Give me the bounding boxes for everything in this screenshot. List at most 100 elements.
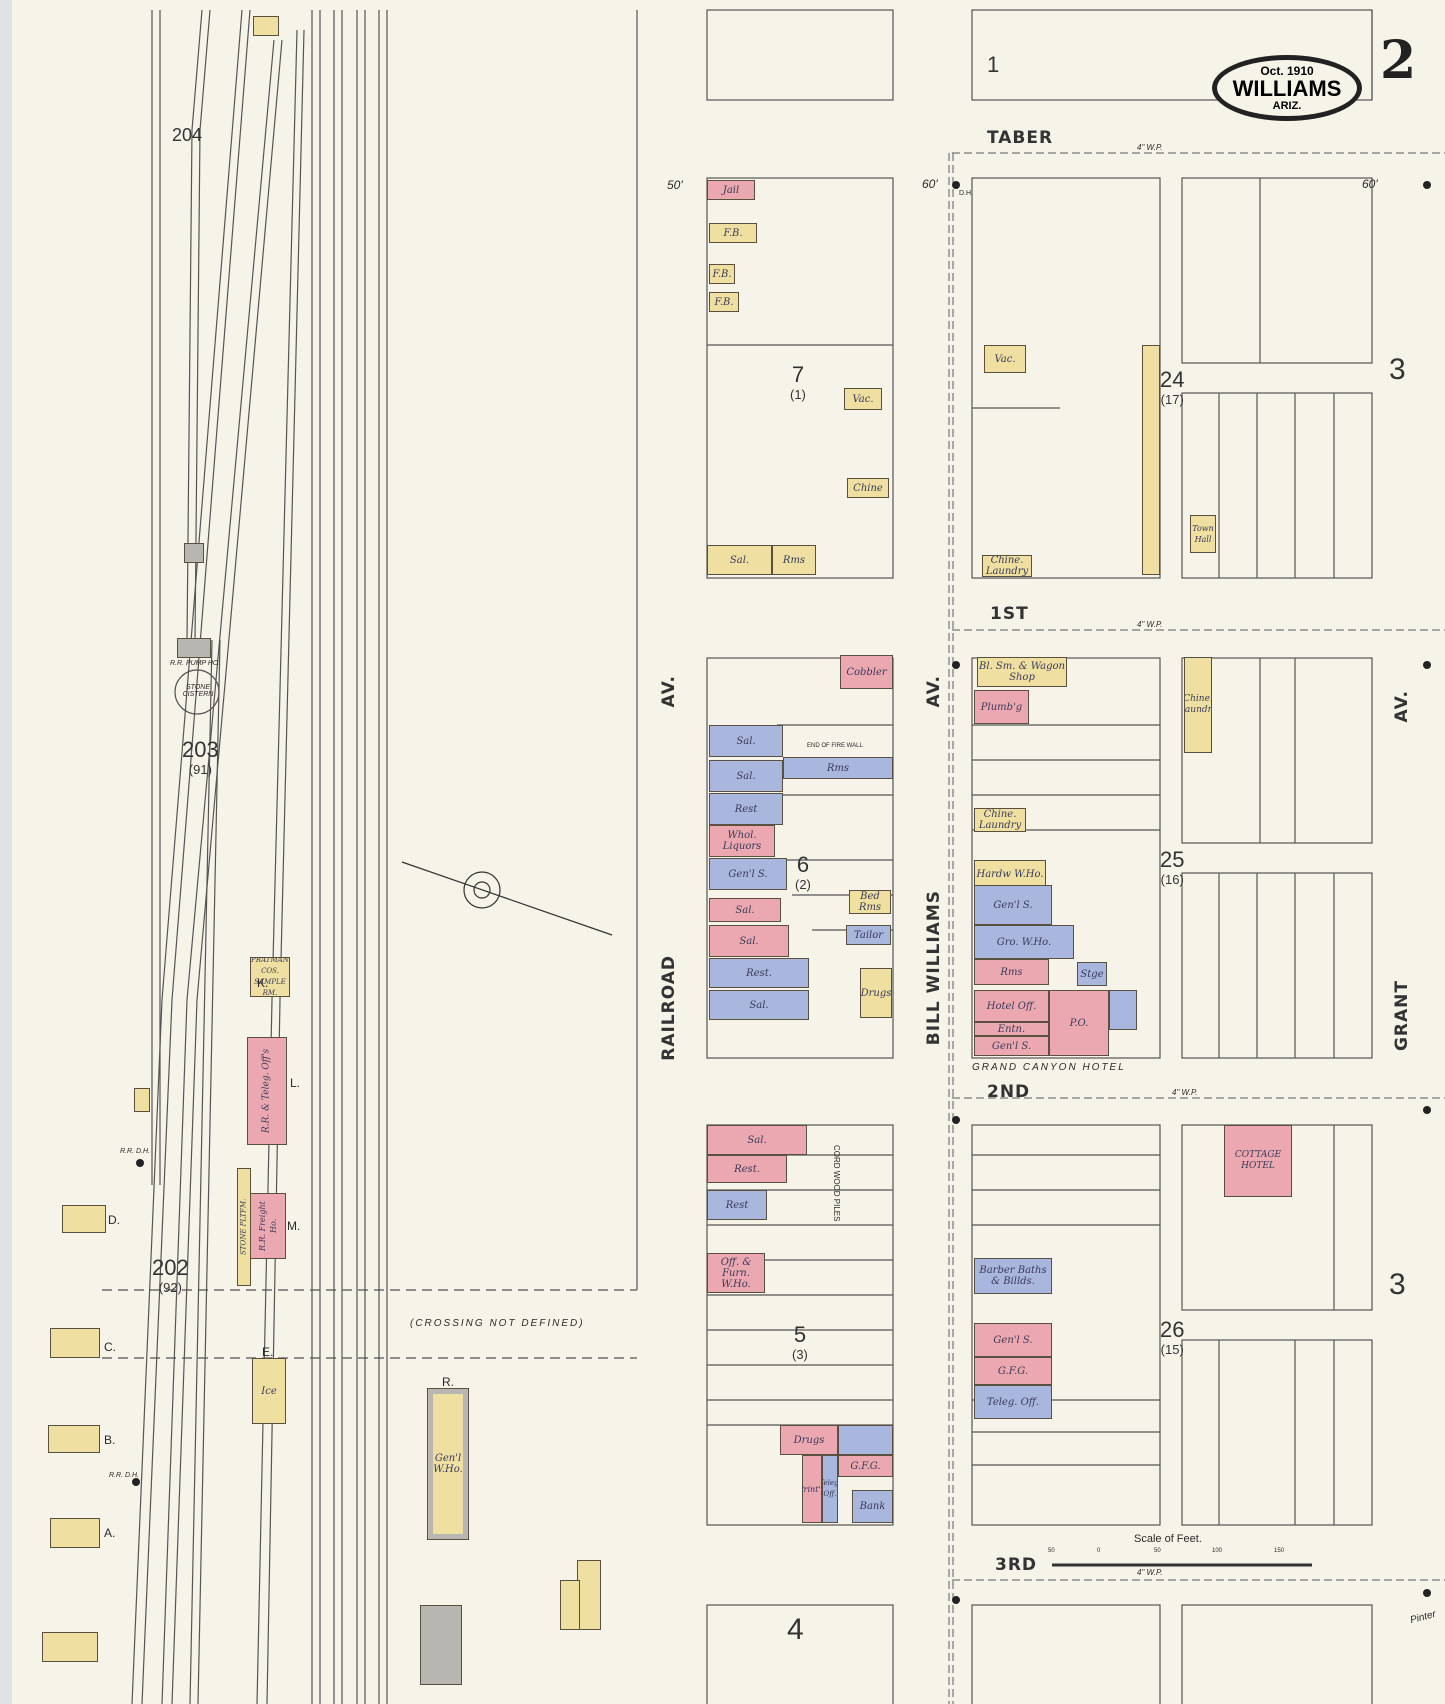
block-1: 1 [987,52,1000,77]
building-genl-s-1[interactable]: Gen'l S. [709,858,787,890]
street-grant-suffix: AV. [1392,690,1412,723]
building-rms-3[interactable]: Rms [974,959,1049,985]
building-drugs-2-annex[interactable] [838,1425,893,1455]
building-rest-2[interactable]: Rest. [709,958,809,988]
building-storage[interactable]: Stge [1077,962,1107,986]
building-ice-house[interactable]: Ice [252,1358,286,1424]
building-gfg-2[interactable]: G.F.G. [974,1357,1052,1385]
building-rr-freight-house[interactable]: R.R. Freight Ho. [250,1193,286,1259]
dwelling-b[interactable] [48,1425,100,1453]
building-hardware-warehouse[interactable]: Hardw W.Ho. [974,860,1046,888]
building-vac-2[interactable]: Vac. [984,345,1026,373]
building-sal-4[interactable]: Sal. [709,898,781,922]
dwelling-c[interactable] [50,1328,100,1358]
platform-stone[interactable]: STONE PLTFM. [237,1168,251,1286]
building-grocery-warehouse[interactable]: Gro. W.Ho. [974,925,1074,959]
street-bill-williams-av: BILL WILLIAMS [924,890,944,1046]
dwelling-d[interactable] [62,1205,106,1233]
building-chinese-laundry-3[interactable]: Chine. Laundry [982,555,1032,577]
building-sal-6[interactable]: Sal. [709,990,809,1020]
building-printing[interactable]: Print'g [802,1455,822,1523]
building-sal-2[interactable]: Sal. [709,725,783,757]
building-rest-3[interactable]: Rest. [707,1155,787,1183]
building-town-hall[interactable]: Town Hall [1190,515,1216,553]
building-rr-telegraph-offices[interactable]: R.R. & Teleg. Off's [247,1037,287,1145]
building-gfg-1[interactable]: G.F.G. [838,1455,893,1477]
building-sal-5[interactable]: Sal. [709,925,789,957]
building-sample-room[interactable]: PRATMAN COS. SAMPLE RM. [250,957,290,997]
building-office-furniture-warehouse[interactable]: Off. & Furn. W.Ho. [707,1253,765,1293]
building-bank[interactable]: Bank [852,1490,893,1523]
building-sal-7[interactable]: Sal. [707,1125,807,1155]
building-hotel-annex[interactable] [1109,990,1137,1030]
building-post-office[interactable]: P.O. [1049,990,1109,1056]
building-small-structure[interactable] [184,543,204,563]
building-rest-1[interactable]: Rest [709,793,783,825]
block-5: 5(3) [792,1322,808,1363]
building-rr-pump-house[interactable] [177,638,211,658]
building-fb-1[interactable]: F.B. [709,223,757,243]
building-genl-s-3[interactable]: Gen'l S. [974,1036,1049,1056]
block-3b: 3 [1389,1268,1406,1301]
building-sal-1[interactable]: Sal. [707,545,772,575]
building-chine-1[interactable]: Chine [847,478,889,498]
building-fb-3[interactable]: F.B. [709,292,739,312]
building-cottage-hotel[interactable]: COTTAGE HOTEL [1224,1125,1292,1197]
building-jail[interactable]: Jail [707,180,755,200]
building-vac-1[interactable]: Vac. [844,388,882,410]
marker-m: M. [287,1219,301,1233]
building-whol-liquors[interactable]: Whol. Liquors [709,825,775,857]
building-sal-3[interactable]: Sal. [709,760,783,792]
label-rr-dh-1: R.R. D.H. [120,1148,150,1155]
block-3a: 3 [1389,353,1406,386]
building-rms-1[interactable]: Rms [772,545,816,575]
dwelling-bottom[interactable] [42,1632,98,1662]
general-warehouse-label: Gen'l W.Ho. [433,1394,463,1534]
block-25: 25(16) [1160,847,1185,888]
building-small-warehouse[interactable] [420,1605,462,1685]
building-rms-2[interactable]: Rms [783,757,893,779]
building-genl-s-2[interactable]: Gen'l S. [974,885,1052,925]
building-small-shed[interactable] [134,1088,150,1112]
dim-60-taber: 60' [922,177,938,191]
water-pipe-label-second: 4" W.P. [1172,1088,1198,1097]
building-genl-s-4[interactable]: Gen'l S. [974,1323,1052,1357]
marker-r: R. [442,1375,454,1389]
building-barber-baths-billiards[interactable]: Barber Baths & Billds. [974,1258,1052,1294]
building-rest-4[interactable]: Rest [707,1190,767,1220]
dwelling-a[interactable] [50,1518,100,1548]
hydrant-label: D.H. [959,190,973,197]
building-tailor[interactable]: Tailor [846,925,891,945]
building-blacksmith-wagon-shop[interactable]: Bl. Sm. & Wagon Shop [977,657,1067,687]
label-crossing-not-defined: (CROSSING NOT DEFINED) [410,1318,585,1329]
building-drugs-1[interactable]: Drugs [860,968,892,1018]
building-telegraph-office-2[interactable]: Teleg. Off. [974,1385,1052,1419]
building-chinese-laundry-2[interactable]: Chine. Laundry [1184,657,1212,753]
block-7: 7(1) [790,362,806,403]
building-general-warehouse[interactable]: Gen'l W.Ho. [427,1388,469,1540]
city-name: WILLIAMS [1232,76,1342,101]
map-sheet: Oct. 1910 WILLIAMS ARIZ. 2 TABER 1ST 2ND… [12,0,1445,1704]
building-shed-2[interactable] [560,1580,580,1630]
building-cobbler[interactable]: Cobbler [840,655,893,689]
label-end-fire-wall: END OF FIRE WALL [807,743,863,749]
building-plumbing[interactable]: Plumb'g [974,690,1029,724]
block-203: 203(91) [182,737,219,778]
scale-label: Scale of Feet. [1134,1533,1202,1545]
building-drugs-2[interactable]: Drugs [780,1425,838,1455]
block-204: 204 [172,125,203,145]
building-hotel-office[interactable]: Hotel Off. [974,990,1049,1022]
building-long-shed[interactable] [1142,345,1160,575]
marker-e: E. [262,1345,274,1359]
building-entertainment[interactable]: Entn. [974,1022,1049,1036]
street-bill-williams-suffix: AV. [924,675,944,708]
building-chinese-laundry-1[interactable]: Chine. Laundry [974,808,1026,832]
marker-k: K. [257,976,269,990]
building-bed-rms[interactable]: Bed Rms [849,890,891,914]
label-grand-canyon-hotel: GRAND CANYON HOTEL [972,1062,1126,1073]
building-sand-house[interactable] [253,16,279,36]
building-fb-2[interactable]: F.B. [709,264,735,284]
building-shed-1[interactable] [577,1560,601,1630]
building-telegraph-office-1[interactable]: Teleg. Off. [822,1455,838,1523]
marker-l: L. [290,1076,301,1090]
